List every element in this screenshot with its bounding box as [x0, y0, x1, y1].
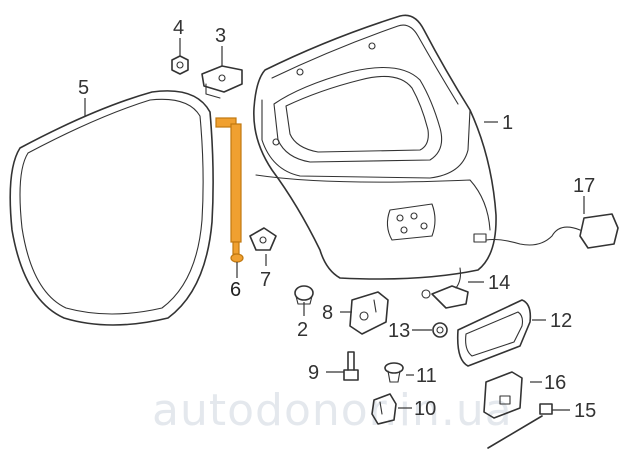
callout-9: 9 — [308, 362, 319, 384]
callout-6: 6 — [230, 279, 241, 301]
part-13-grommet — [432, 322, 448, 338]
callout-1: 1 — [502, 112, 513, 134]
part-9-bolt — [343, 351, 359, 381]
callout-16: 16 — [544, 372, 566, 394]
part-1-liftgate — [253, 14, 497, 280]
part-5-glass-seal — [9, 90, 214, 326]
part-14-sensor — [421, 267, 469, 309]
part-16-module — [483, 371, 523, 419]
callouts: 5 4 3 1 17 6 7 14 8 12 2 13 9 11 16 10 1… — [78, 17, 596, 422]
callout-10: 10 — [414, 398, 436, 420]
part-7-bracket — [249, 227, 277, 251]
callout-4: 4 — [173, 17, 184, 39]
part-10-switch — [371, 393, 397, 425]
callout-7: 7 — [260, 269, 271, 291]
callout-3: 3 — [215, 25, 226, 47]
part-12-handle — [456, 299, 532, 367]
callout-17: 17 — [573, 175, 595, 197]
callout-12: 12 — [550, 310, 572, 332]
part-3-hinge — [201, 65, 243, 99]
leader-lines — [84, 38, 585, 411]
callout-14: 14 — [488, 272, 510, 294]
callout-11: 11 — [416, 365, 437, 387]
part-4-nut — [171, 55, 189, 75]
part-2-bumper — [294, 285, 314, 305]
callout-15: 15 — [574, 400, 596, 422]
part-6-gas-strut — [215, 117, 244, 263]
part-8-latch — [349, 291, 389, 335]
callout-13: 13 — [388, 320, 410, 342]
callout-2: 2 — [297, 319, 308, 341]
callout-8: 8 — [322, 302, 333, 324]
watermark: autodonor.in.ua — [152, 385, 513, 436]
part-17-motor — [473, 213, 619, 249]
callout-5: 5 — [78, 77, 89, 99]
part-11-clip — [384, 362, 404, 383]
part-15-harness — [487, 403, 553, 449]
